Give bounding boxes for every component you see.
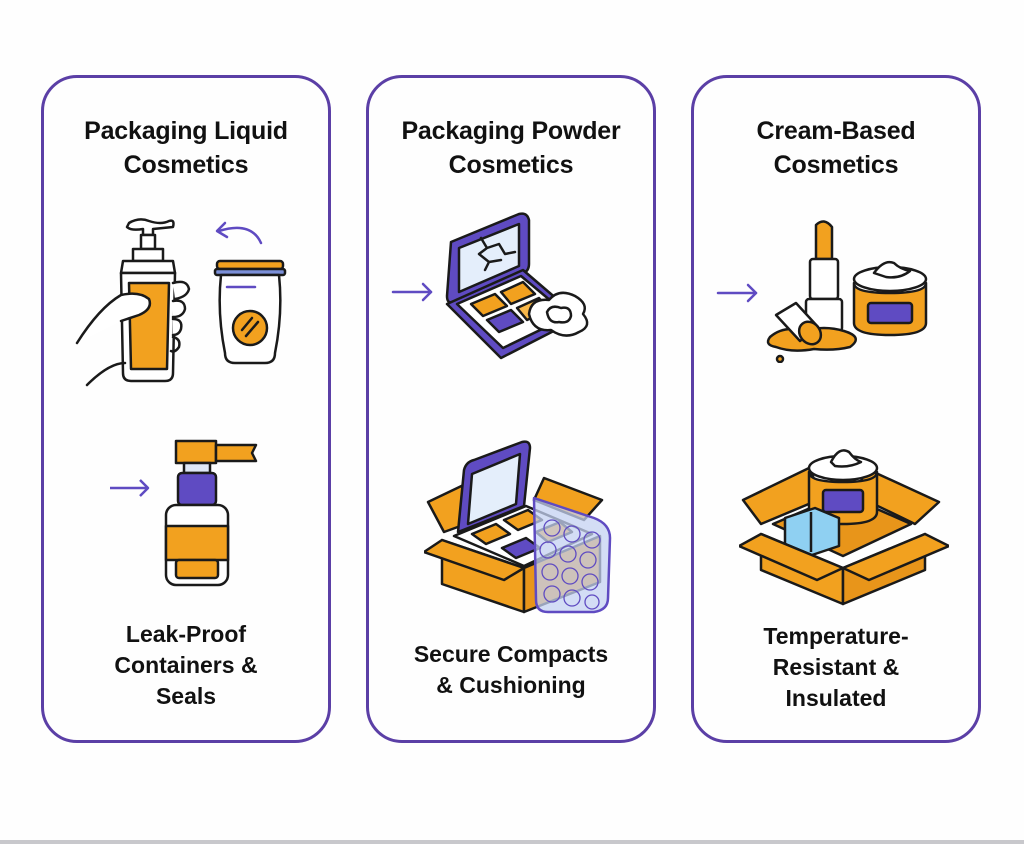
lipstick-and-cream-jar-icon xyxy=(716,220,928,363)
panel-cream-cosmetics: Cream-Based Cosmetics xyxy=(691,75,981,743)
caption-line: Insulated xyxy=(785,685,887,711)
compact-in-bubble-wrap-box-icon xyxy=(424,440,612,614)
caption-line: Secure Compacts xyxy=(413,641,609,667)
insulated-box-with-cream-jar-icon xyxy=(739,449,949,606)
panel-title: Cream-Based Cosmetics xyxy=(694,114,978,182)
hand-holding-pump-bottle-icon xyxy=(75,218,287,387)
caption-line: Seals xyxy=(155,683,217,709)
panel-caption: Leak-Proof Containers & Seals xyxy=(44,619,328,712)
title-line: Cosmetics xyxy=(448,151,574,179)
panel-title: Packaging Liquid Cosmetics xyxy=(44,114,328,182)
bottom-divider xyxy=(0,840,1024,844)
title-line: Cream-Based xyxy=(756,117,916,145)
caption-line: Resistant & xyxy=(772,654,900,680)
panel-caption: Temperature- Resistant & Insulated xyxy=(694,621,978,714)
title-line: Packaging Powder xyxy=(401,117,621,145)
title-line: Cosmetics xyxy=(773,151,899,179)
caption-line: & Cushioning xyxy=(436,672,586,698)
panel-liquid-cosmetics: Packaging Liquid Cosmetics xyxy=(41,75,331,743)
panel-powder-cosmetics: Packaging Powder Cosmetics xyxy=(366,75,656,743)
cracked-compact-icon xyxy=(391,212,589,360)
panel-caption: Secure Compacts & Cushioning xyxy=(369,639,653,701)
caption-line: Containers & xyxy=(114,652,258,678)
caption-line: Temperature- xyxy=(763,623,909,649)
title-line: Packaging Liquid xyxy=(84,117,288,145)
caption-line: Leak-Proof xyxy=(125,621,247,647)
title-line: Cosmetics xyxy=(123,151,249,179)
sealed-spray-bottle-icon xyxy=(110,439,258,587)
panel-title: Packaging Powder Cosmetics xyxy=(369,114,653,182)
